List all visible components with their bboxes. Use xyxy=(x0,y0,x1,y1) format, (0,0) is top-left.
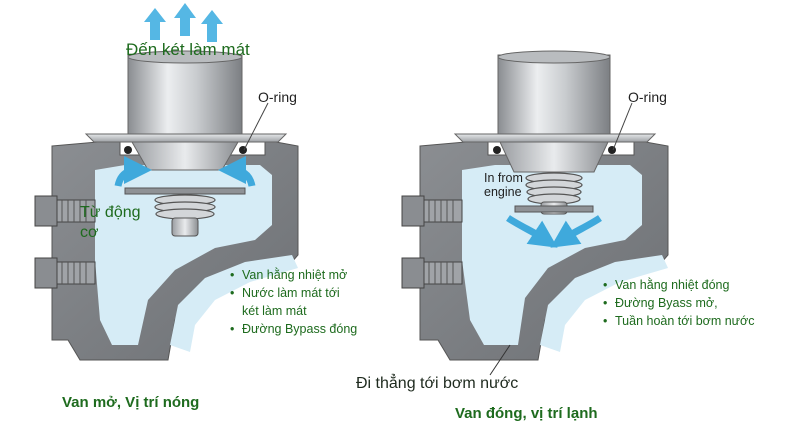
list-item: •Nước làm mát tới xyxy=(230,286,340,300)
flange xyxy=(453,133,657,143)
oring-dot xyxy=(493,146,501,154)
up-arrows xyxy=(144,3,223,42)
list-item: két làm mát xyxy=(242,304,307,318)
arrow-up-icon xyxy=(144,8,166,40)
right-bypass-channel xyxy=(540,255,668,352)
right-thermostat-closed xyxy=(401,50,669,376)
left-thermostat-open xyxy=(34,3,299,361)
list-item: •Đường Bypass đóng xyxy=(230,322,358,336)
left-oring-label: O-ring xyxy=(258,89,297,105)
right-inlet-label-2: engine xyxy=(484,185,522,199)
right-coolant xyxy=(462,165,642,345)
right-bottom-label: Đi thẳng tới bơm nước xyxy=(356,375,519,392)
left-bypass-channel xyxy=(170,255,298,352)
outlet-cylinder xyxy=(497,54,611,141)
list-item: •Van hằng nhiệt mở xyxy=(230,268,348,282)
list-item: •Tuần hoàn tới bơm nước xyxy=(603,314,755,328)
flow-arrow-icon xyxy=(506,215,558,248)
valve-spring xyxy=(525,172,583,205)
right-inlet-label: In from xyxy=(484,171,523,185)
right-bolts xyxy=(401,195,463,289)
valve-plate xyxy=(124,187,246,195)
left-bolts xyxy=(34,195,96,289)
oring-dot xyxy=(608,146,616,154)
bypass-plate xyxy=(514,205,594,213)
flow-arrow-icon xyxy=(114,156,152,187)
pointer-line xyxy=(489,344,511,376)
piston xyxy=(171,217,199,237)
arrow-up-icon xyxy=(174,3,196,36)
right-bullet-list: •Van hằng nhiệt đóng •Đường Byass mở, •T… xyxy=(603,276,755,330)
outlet-cylinder xyxy=(127,54,243,141)
right-caption: Van đóng, vị trí lạnh xyxy=(455,405,598,422)
valve-cup xyxy=(499,141,609,173)
left-coolant xyxy=(95,165,272,345)
flow-arrow-icon xyxy=(218,156,256,187)
left-top-label: Đến két làm mát xyxy=(126,40,250,59)
flow-arrow-icon xyxy=(550,215,602,248)
left-caption: Van mở, Vị trí nóng xyxy=(62,394,200,411)
right-oring-label: O-ring xyxy=(628,89,667,105)
valve-spring xyxy=(154,194,216,220)
list-item: •Van hằng nhiệt đóng xyxy=(603,278,730,292)
valve-cup xyxy=(131,141,239,171)
left-side-label: Từ động xyxy=(80,204,141,221)
list-item: •Đường Byass mở, xyxy=(603,296,718,310)
left-side-label-2: cơ xyxy=(80,224,99,241)
oring-dot xyxy=(124,146,132,154)
arrow-up-icon xyxy=(201,10,223,42)
flange xyxy=(84,133,288,143)
left-bullet-list: •Van hằng nhiệt mở •Nước làm mát tới két… xyxy=(230,266,357,338)
